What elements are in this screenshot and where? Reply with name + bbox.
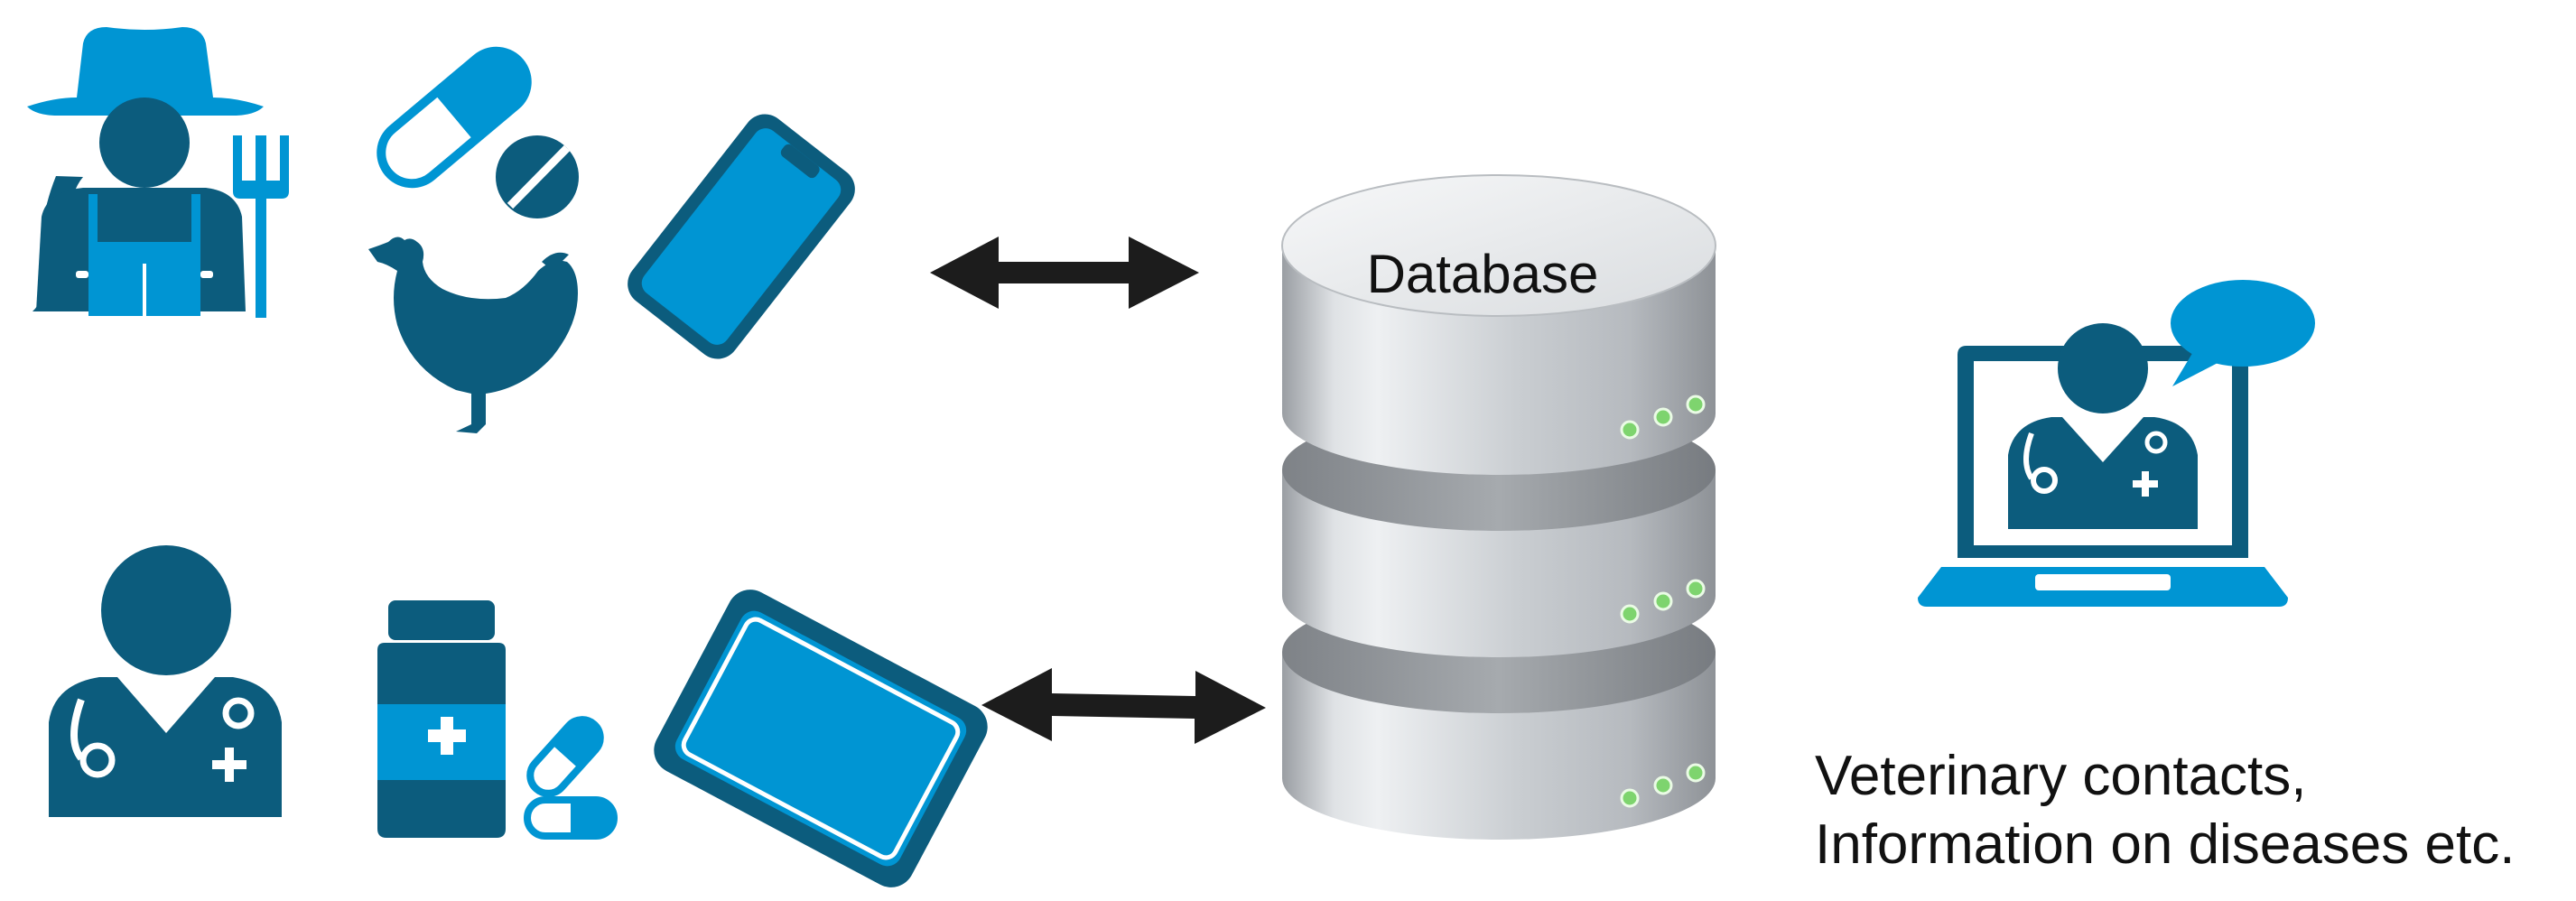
database-label: Database [1367,244,1599,304]
arrow-vet-database [981,668,1266,744]
farmer-icon [27,27,264,316]
veterinarian-group [49,545,988,887]
chicken-icon [368,237,578,433]
capsule-icon [377,46,532,189]
info-caption: Veterinary contacts, Information on dise… [1815,742,2515,878]
database-layer-top [1281,174,1716,475]
arrow-farmer-database [930,237,1199,309]
veterinarian-icon [49,545,282,817]
telehealth-doctor-icon [2008,323,2198,529]
farmer-group [27,27,855,433]
remote-consultation-group [1918,280,2315,607]
caption-line-2: Information on diseases etc. [1815,813,2516,876]
pitchfork-icon [233,135,289,318]
capsules-icon [524,716,618,840]
speech-bubble-icon [2171,280,2315,386]
tablet-icon [654,590,988,887]
pill-tablet-icon [496,135,579,218]
medicine-bottle-icon [377,600,506,838]
smartphone-icon [628,114,855,359]
caption-line-1: Veterinary contacts, [1815,745,2307,807]
database-icon: Database [1281,174,1716,840]
